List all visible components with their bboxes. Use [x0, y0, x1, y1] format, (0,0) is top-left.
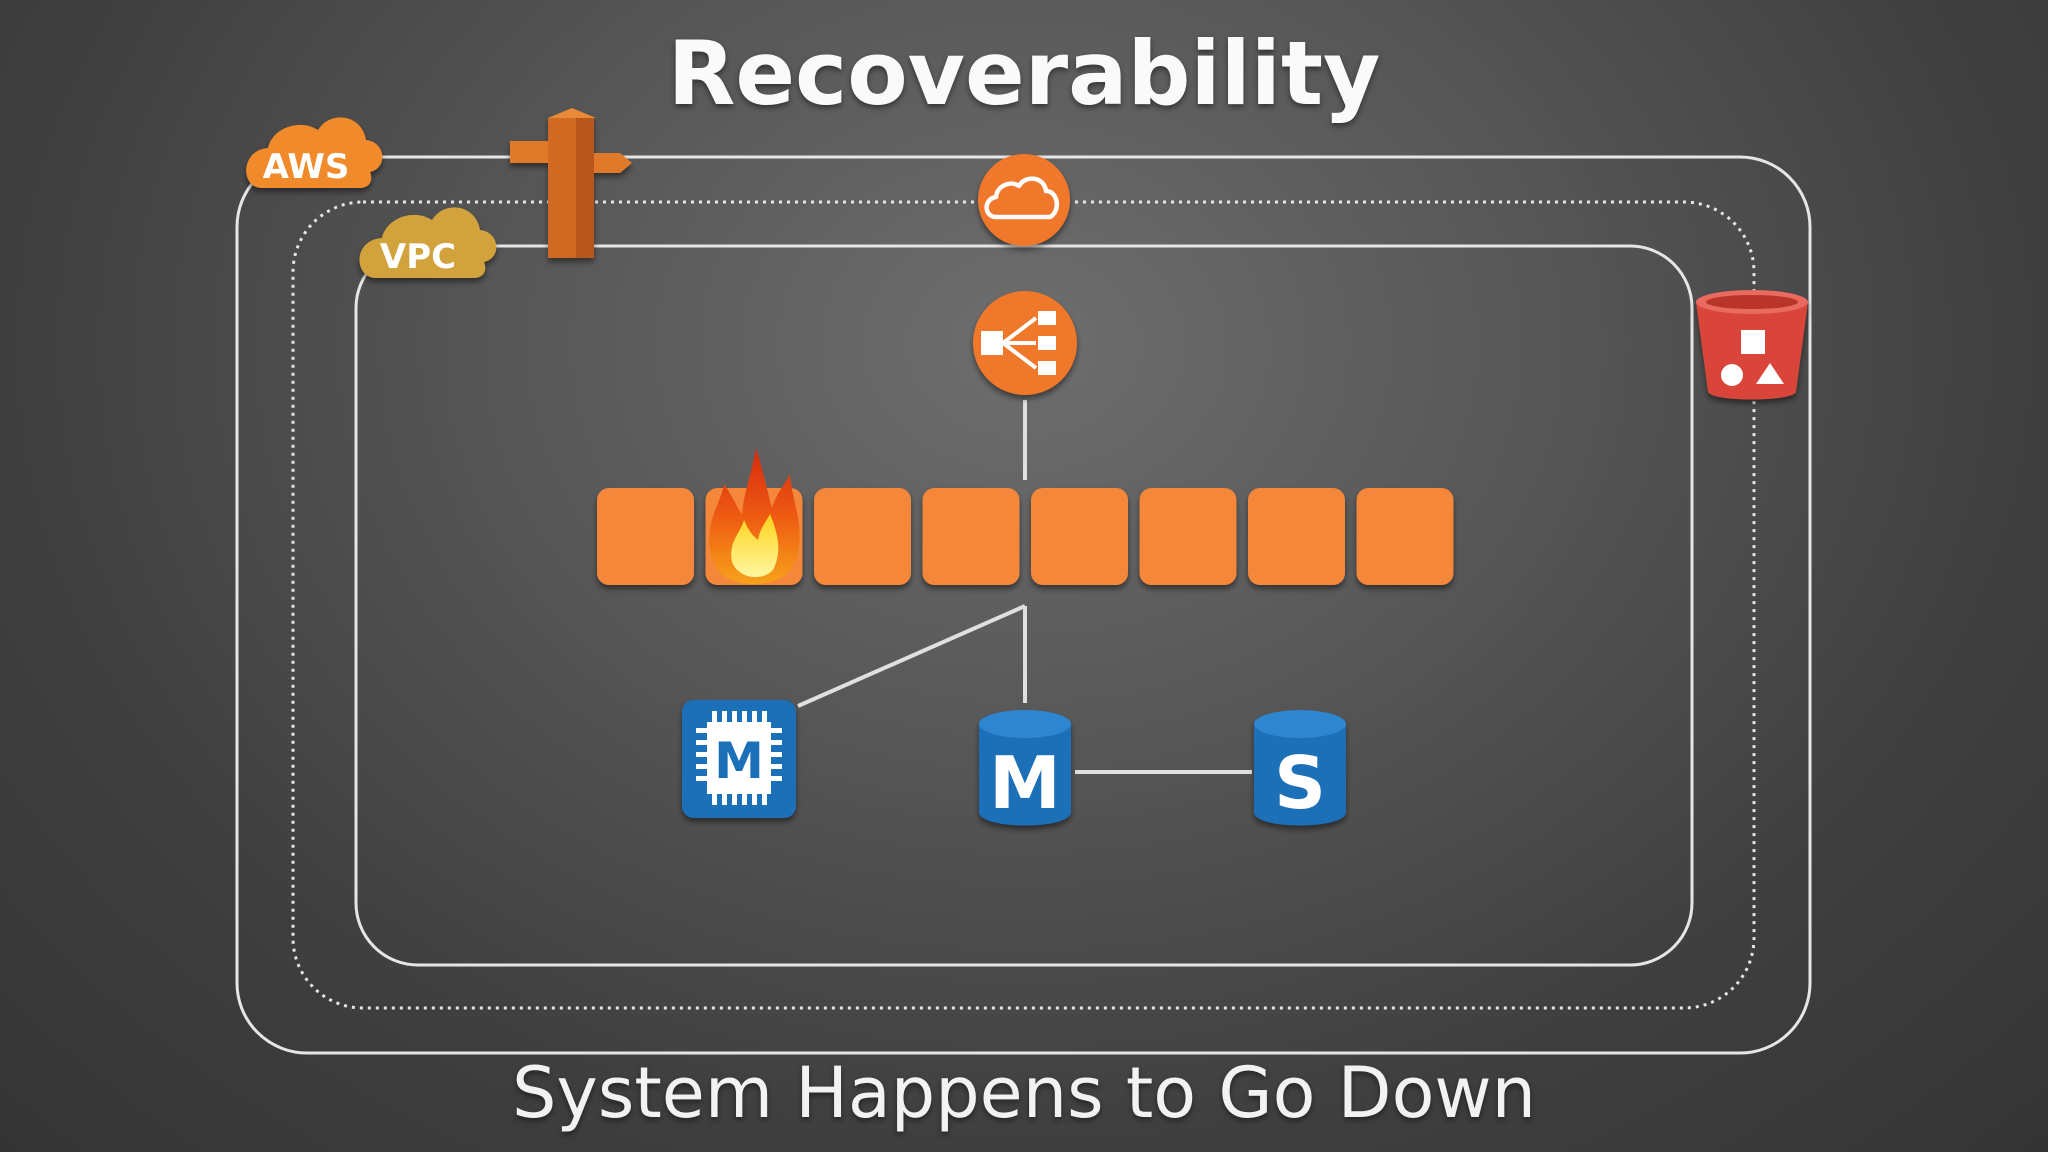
vpc-badge-label: VPC	[380, 237, 456, 277]
slide-subtitle: System Happens to Go Down	[511, 1052, 1537, 1134]
cloud-icon	[978, 154, 1070, 246]
database-slave-icon: S	[1254, 710, 1346, 826]
ec2-instance	[1356, 488, 1454, 585]
ec2-instance	[922, 488, 1020, 585]
vpc-cloud-badge-icon: VPC	[359, 207, 497, 278]
db-master-label: M	[989, 741, 1061, 825]
database-master-icon: M	[979, 710, 1071, 826]
instance-row	[597, 448, 1454, 585]
aws-cloud-badge-icon: AWS	[246, 117, 383, 188]
cache-label: M	[714, 732, 764, 790]
ec2-instance	[814, 488, 911, 585]
cache-chip-icon: M	[682, 700, 796, 818]
db-slave-label: S	[1274, 741, 1326, 825]
load-balancer-icon	[973, 291, 1077, 395]
aws-badge-label: AWS	[263, 147, 350, 187]
s3-bucket-icon	[1696, 290, 1808, 400]
ec2-instance	[597, 488, 694, 585]
fire-icon	[709, 448, 800, 584]
ec2-instance	[1248, 488, 1345, 585]
ec2-instance	[1031, 488, 1128, 585]
instances-to-cache-connector	[797, 604, 1026, 708]
ec2-instance	[1139, 488, 1237, 585]
route53-signpost-icon	[510, 108, 632, 258]
dotted-boundary	[291, 200, 1756, 1010]
slide-title: Recoverability	[667, 22, 1381, 125]
